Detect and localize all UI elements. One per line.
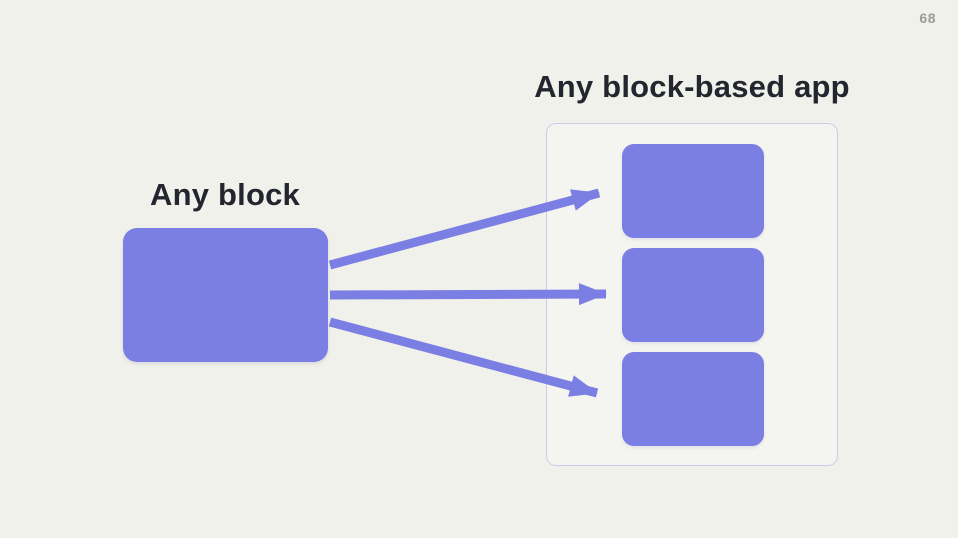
source-block-label: Any block [150, 177, 300, 212]
app-block-1 [622, 144, 764, 238]
app-block-3 [622, 352, 764, 446]
page-number: 68 [919, 10, 936, 26]
source-block [123, 228, 328, 362]
app-block-list [622, 144, 764, 446]
app-container [546, 123, 838, 466]
app-block-2 [622, 248, 764, 342]
target-app-title: Any block-based app [534, 69, 850, 104]
